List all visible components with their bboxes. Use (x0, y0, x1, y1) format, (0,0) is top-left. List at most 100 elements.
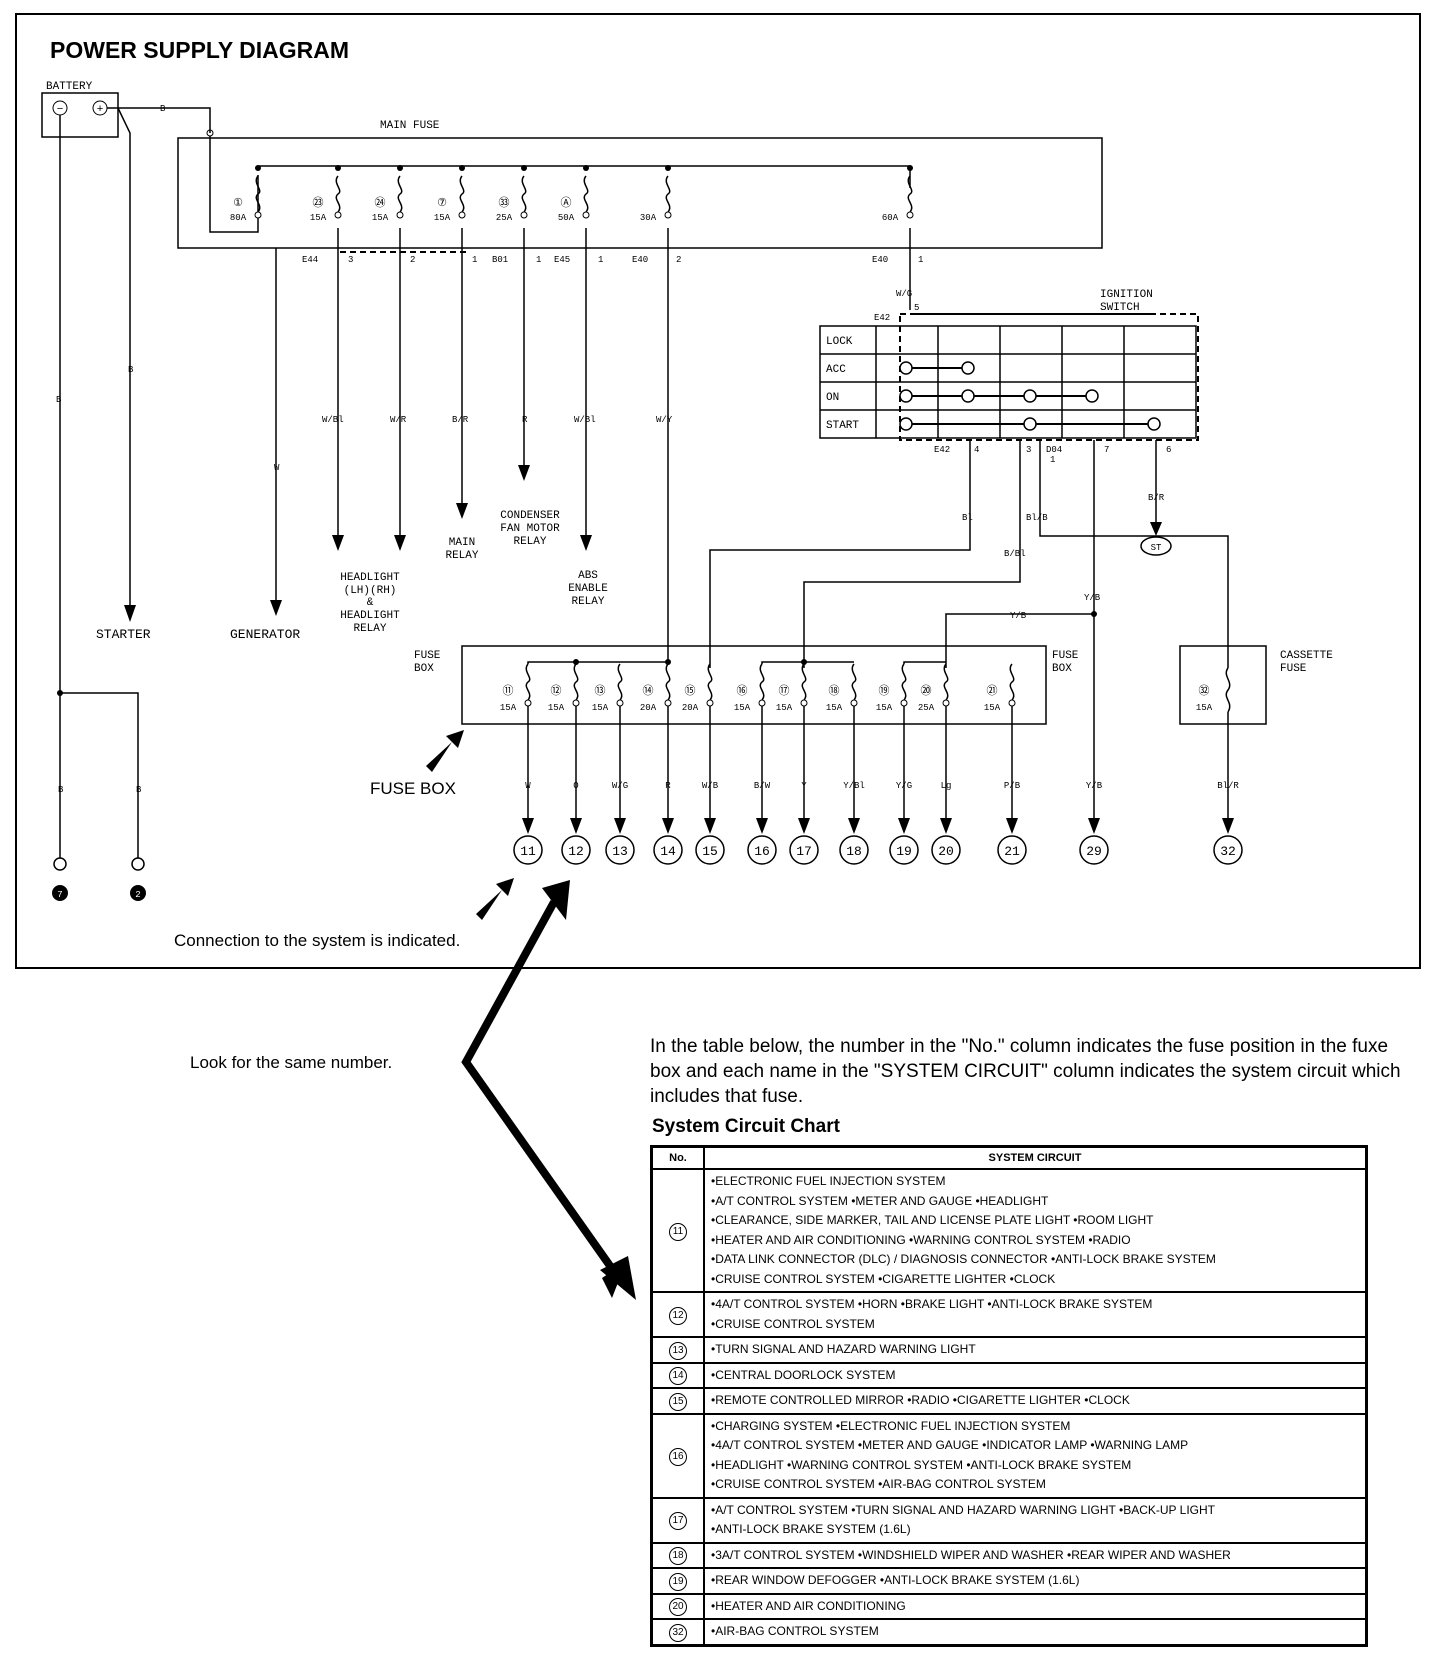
chart-intro: In the table below, the number in the "N… (650, 1036, 1401, 1107)
ign-conn-3: 3 (1026, 445, 1031, 455)
fuse-box-fuse-8 (851, 663, 857, 701)
main-fuse-1 (255, 175, 261, 213)
output-num-14: 14 (660, 844, 676, 859)
svg-text:MAIN: MAIN (449, 537, 475, 549)
ign-conn-6: 6 (1166, 445, 1171, 455)
svg-text:BOX: BOX (1052, 663, 1072, 675)
output-circle-19 (889, 835, 919, 865)
svg-text:FAN MOTOR: FAN MOTOR (500, 523, 560, 535)
chart-row-circuits: •ELECTRONIC FUEL INJECTION SYSTEM•A/T CO… (703, 1168, 1368, 1293)
fuse-box-rating-2: 15A (548, 703, 565, 713)
main-fuse-num-4: ⑦ (437, 197, 447, 210)
power-supply-diagram: POWER SUPPLY DIAGRAM BATTERY − + B B STA… (15, 13, 1421, 969)
main-fuse-box (177, 137, 1103, 249)
ign-conn-d04-1: 1 (1050, 455, 1055, 465)
wire-w-generator: W (274, 463, 280, 473)
chart-row-no: 16 (650, 1412, 705, 1499)
circuit-line: •REMOTE CONTROLLED MIRROR •RADIO •CIGARE… (711, 1393, 1130, 1407)
chart-title: System Circuit Chart (652, 1116, 840, 1137)
main-fuse-rating-3: 15A (372, 213, 389, 223)
main-fuse-rating-1: 80A (230, 213, 247, 223)
fuse-box-rating-6: 15A (734, 703, 751, 713)
fuse-number-badge: 11 (669, 1222, 687, 1241)
svg-text:FUSE: FUSE (414, 650, 441, 662)
output-wire-17: Y (801, 781, 807, 791)
svg-text:RELAY: RELAY (571, 596, 604, 608)
chart-row-15: 15•REMOTE CONTROLLED MIRROR •RADIO •CIGA… (650, 1387, 1368, 1415)
main-fuse-num-3: ㉔ (375, 196, 386, 210)
ign-conn-5: 5 (914, 303, 919, 313)
chart-row-14: 14 •CENTRAL DOORLOCK SYSTEM (650, 1361, 1368, 1389)
chart-row-no: 14 (650, 1361, 705, 1389)
st-label: ST (1151, 543, 1162, 553)
chart-row-no: 11 (650, 1168, 705, 1293)
wire-wg-ign: W/G (896, 289, 912, 299)
output-wire-16: B/W (754, 781, 771, 791)
ground-label-7: 7 (57, 890, 62, 900)
output-wire-14: R (665, 781, 671, 791)
cassette-fuse-rating: 15A (1196, 703, 1213, 713)
output-circle-12 (561, 835, 591, 865)
main-fuse-4 (459, 175, 465, 213)
load-main-relay: MAIN RELAY (445, 537, 478, 562)
fuse-box-num-3: ⑬ (595, 684, 606, 698)
fuse-box-fuse-11 (1009, 663, 1015, 701)
cassette-label: CASSETTE FUSE (1280, 650, 1333, 675)
output-wire-32: Bl/R (1217, 781, 1239, 791)
fuse-box-rating-7: 15A (776, 703, 793, 713)
chart-row-circuits: •3A/T CONTROL SYSTEM •WINDSHIELD WIPER A… (703, 1541, 1368, 1569)
conn-e40b: E40 (872, 255, 888, 265)
fuse-box-num-6: ⑯ (737, 684, 748, 698)
wire-br-st: B/R (1148, 493, 1165, 503)
output-num-11: 11 (520, 844, 536, 859)
output-num-32: 32 (1220, 844, 1236, 859)
output-circle-14 (653, 835, 683, 865)
ignition-row-on: ON (826, 392, 839, 404)
circuit-line: •HEATER AND AIR CONDITIONING •WARNING CO… (711, 1232, 1131, 1247)
fuse-box-fuse-3 (617, 663, 623, 701)
battery-box (41, 92, 119, 138)
circuit-line: •CRUISE CONTROL SYSTEM •AIR-BAG CONTROL … (711, 1477, 1046, 1491)
main-fuse-rating-7: 30A (640, 213, 657, 223)
fuse-box-rating-9: 15A (876, 703, 893, 713)
fuse-box-rating-8: 15A (826, 703, 843, 713)
fuse-box-rating-3: 15A (592, 703, 609, 713)
chart-row-circuits: •REAR WINDOW DEFOGGER •ANTI-LOCK BRAKE S… (703, 1567, 1368, 1595)
main-fuse-label: MAIN FUSE (380, 120, 440, 132)
svg-text:(LH)(RH): (LH)(RH) (344, 585, 397, 597)
chart-row-no: 12 (650, 1291, 705, 1338)
wire-wbl-hl: W/Bl (322, 415, 344, 425)
wire-bbl: B/Bl (1004, 549, 1026, 559)
conn-e45-1: 1 (598, 255, 603, 265)
output-num-16: 16 (754, 844, 770, 859)
chart-row-no: 32 (650, 1618, 705, 1646)
circuit-line: •CENTRAL DOORLOCK SYSTEM (711, 1367, 896, 1382)
output-wire-19: Y/G (896, 781, 912, 791)
output-circle-11 (513, 835, 543, 865)
svg-text:B: B (136, 785, 142, 795)
svg-text:CONDENSER: CONDENSER (500, 510, 560, 522)
svg-text:ABS: ABS (578, 570, 598, 582)
ground-icon-2 (130, 885, 146, 901)
fuse-box-num-5: ⑮ (685, 684, 696, 698)
circuit-line: •REAR WINDOW DEFOGGER •ANTI-LOCK BRAKE S… (711, 1573, 1080, 1587)
svg-text:RELAY: RELAY (445, 550, 478, 562)
conn-1a: 1 (472, 255, 477, 265)
ign-conn-e42b: E42 (934, 445, 950, 455)
fuse-number-badge: 14 (669, 1367, 687, 1386)
load-headlight: HEADLIGHT (LH)(RH) & HEADLIGHT RELAY (340, 572, 400, 635)
chart-row-no: 17 (650, 1496, 705, 1544)
chart-header-row: No. SYSTEM CIRCUIT (650, 1145, 1368, 1170)
chart-row-13: 13 •TURN SIGNAL AND HAZARD WARNING LIGHT (650, 1336, 1368, 1364)
fuse-box-num-1: ⑪ (503, 684, 514, 698)
circuit-line: •TURN SIGNAL AND HAZARD WARNING LIGHT (711, 1342, 976, 1356)
chart-row-20: 20•HEATER AND AIR CONDITIONING (650, 1592, 1368, 1620)
chart-row-no: 13 (650, 1336, 705, 1364)
wire-b-starter: B (128, 365, 134, 375)
output-circle-16 (747, 835, 777, 865)
main-fuse-8 (907, 175, 913, 213)
fuse-box-fuse-7 (801, 663, 807, 701)
circuit-line: •CRUISE CONTROL SYSTEM •CIGARETTE LIGHTE… (711, 1271, 1056, 1286)
output-num-21: 21 (1004, 844, 1020, 859)
svg-text:B: B (58, 785, 64, 795)
